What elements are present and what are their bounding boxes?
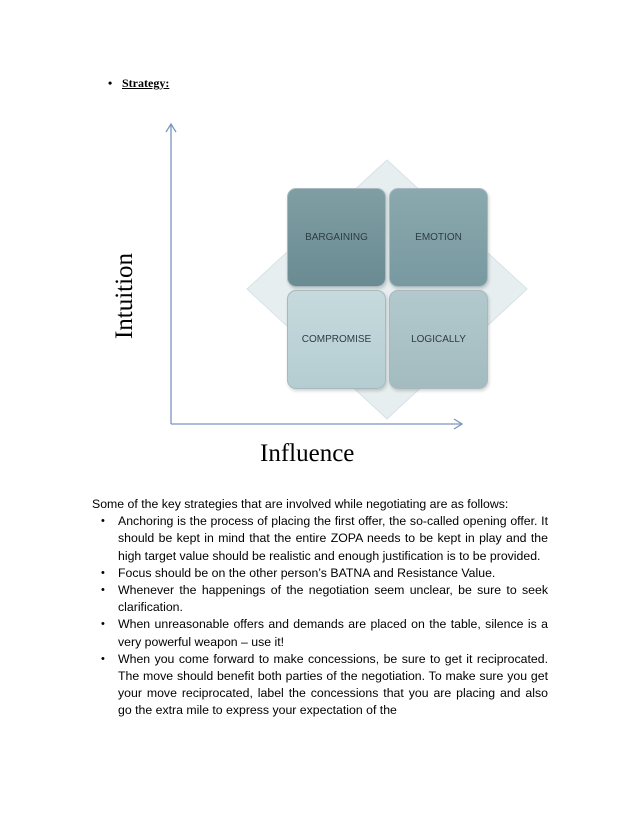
bullet-icon: • — [101, 618, 105, 631]
list-item-text: When you come forward to make concession… — [118, 651, 548, 718]
list-item: • Focus should be on the other person’s B… — [92, 565, 548, 582]
list-item: • Anchoring is the process of placing the… — [92, 513, 548, 565]
list-item-text: Focus should be on the other person’s BA… — [118, 565, 496, 580]
strategy-diagram: BARGAINING EMOTION COMPROMISE LOGICALLY … — [111, 122, 528, 467]
quadrant-bargaining: BARGAINING — [287, 188, 386, 287]
intro-paragraph: Some of the key strategies that are invo… — [92, 497, 509, 511]
list-item-text: When unreasonable offers and demands are… — [118, 617, 548, 649]
list-item: • When unreasonable offers and demands ar… — [92, 616, 548, 650]
x-axis-label: Influence — [260, 440, 355, 467]
section-heading: • Strategy: — [108, 76, 169, 91]
strategies-text: Some of the key strategies that are invo… — [92, 496, 548, 720]
y-axis-arrowhead — [165, 122, 177, 133]
bullet-icon: • — [101, 584, 105, 597]
quadrant-compromise: COMPROMISE — [287, 290, 386, 389]
list-item: • When you come forward to make concessio… — [92, 651, 548, 720]
list-item-text: Anchoring is the process of placing the … — [118, 514, 548, 563]
y-axis-label: Intuition — [111, 252, 138, 340]
heading-bullet: • — [108, 76, 113, 90]
strategy-list: • Anchoring is the process of placing the… — [92, 513, 548, 719]
heading-label: Strategy: — [122, 76, 170, 90]
x-axis-arrowhead — [453, 418, 464, 430]
bullet-icon: • — [101, 566, 105, 579]
list-item: • Whenever the happenings of the negotiat… — [92, 582, 548, 616]
quadrant-logically: LOGICALLY — [389, 290, 488, 389]
quadrant-emotion: EMOTION — [389, 188, 488, 287]
bullet-icon: • — [101, 652, 105, 665]
list-item-text: Whenever the happenings of the negotiati… — [118, 583, 548, 615]
bullet-icon: • — [101, 515, 105, 528]
